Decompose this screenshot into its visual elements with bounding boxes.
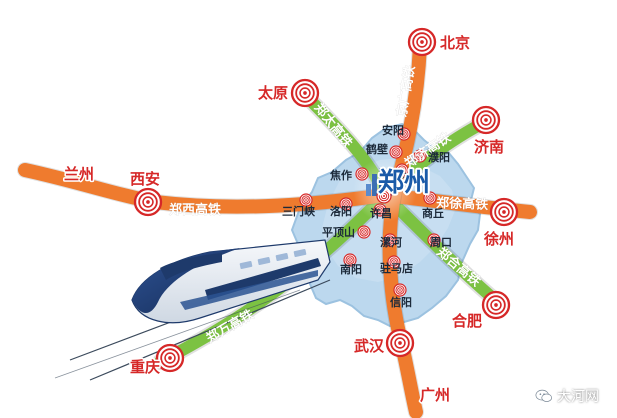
henan-city-label-shangqiu: 商丘 [422, 206, 444, 220]
zhengzhou-skyline-icon [366, 168, 392, 196]
major-city-label-lanzhou: 兰州 [64, 165, 94, 183]
city-markers [133, 27, 519, 373]
major-city-label-guangzhou: 广州 [420, 386, 450, 404]
major-city-label-xuzhou: 徐州 [483, 230, 514, 248]
henan-city-label-xinxiang: 新乡 [396, 171, 418, 185]
henan-city-marker-zhumadian [387, 255, 401, 269]
henan-city-marker-luohe [383, 233, 397, 247]
major-city-label-jinan: 济南 [474, 138, 504, 156]
major-city-marker-wuhan [385, 328, 415, 358]
henan-city-marker-zhoukou [427, 233, 441, 247]
major-city-marker-taiyuan [290, 78, 320, 108]
route-zhengxi [18, 163, 392, 214]
major-city-marker-beijing [407, 27, 437, 57]
major-city-marker-xian [133, 187, 163, 217]
henan-city-marker-anyang [397, 127, 411, 141]
henan-city-label-zhumadian: 驻马店 [380, 261, 413, 275]
henan-city-label-luoyang: 洛阳 [330, 204, 352, 218]
major-city-label-wuhan: 武汉 [354, 337, 385, 355]
henan-city-label-anyang: 安阳 [382, 123, 404, 137]
high-speed-train-icon [131, 239, 331, 324]
henan-city-label-puyang: 濮阳 [428, 150, 450, 164]
major-city-marker-chongqing [155, 343, 185, 373]
henan-city-marker-xinxiang [395, 163, 409, 177]
henan-city-marker-pingdingshan [357, 225, 371, 239]
henan-city-label-hebi: 鹤壁 [366, 142, 388, 156]
henan-city-marker-hebi [389, 145, 403, 159]
city-labels: 北京太原济南兰州 西安徐州合肥武汉重庆广州 安阳鹤壁濮阳新乡 焦作三门峡洛阳 许昌 商丘平… [63, 33, 516, 406]
watermark: 大河网 [535, 386, 599, 406]
major-city-label-chongqing: 重庆 [130, 358, 160, 376]
wechat-bubble-icon [535, 389, 553, 402]
major-city-marker-xuzhou [489, 197, 519, 227]
henan-city-label-jiaozuo: 焦作 [329, 168, 352, 182]
major-city-marker-hefei [481, 290, 511, 320]
rail-line-label-zhengxi: 郑西高铁 [169, 202, 221, 218]
henan-city-label-pingdingshan: 平顶山 [322, 225, 355, 239]
henan-city-label-luohe: 漯河 [380, 235, 402, 249]
henan-city-label-xuchang: 许昌 [370, 206, 392, 220]
major-city-label-taiyuan: 太原 [258, 84, 288, 102]
watermark-text: 大河网 [557, 389, 599, 405]
henan-city-label-xinyang: 信阳 [390, 295, 412, 309]
major-city-label-hefei: 合肥 [451, 312, 482, 330]
henan-city-marker-jiaozuo [355, 167, 369, 181]
major-city-marker-jinan [471, 105, 501, 135]
henan-city-marker-puyang [413, 149, 427, 163]
henan-city-marker-xuchang [373, 203, 387, 217]
henan-city-marker-sanmenxia [299, 193, 313, 207]
henan-city-marker-shangqiu [423, 191, 437, 205]
henan-city-marker-luoyang [339, 197, 353, 211]
henan-city-label-nanyang: 南阳 [340, 262, 362, 276]
henan-city-label-zhoukou: 周口 [430, 236, 452, 249]
rail-line-label-zhengxu: 郑徐高铁 [436, 195, 489, 213]
henan-city-marker-nanyang [343, 253, 357, 267]
henan-city-marker-xinyang [393, 283, 407, 297]
center-city-label: 郑州 [378, 168, 430, 198]
major-city-label-beijing: 北京 [440, 34, 470, 52]
major-city-label-xian: 西安 [130, 170, 160, 188]
rail-line-label-zhengtai: 郑太高铁 [311, 100, 356, 151]
center-city-marker [376, 188, 392, 204]
henan-city-label-sanmenxia: 三门峡 [282, 204, 316, 218]
